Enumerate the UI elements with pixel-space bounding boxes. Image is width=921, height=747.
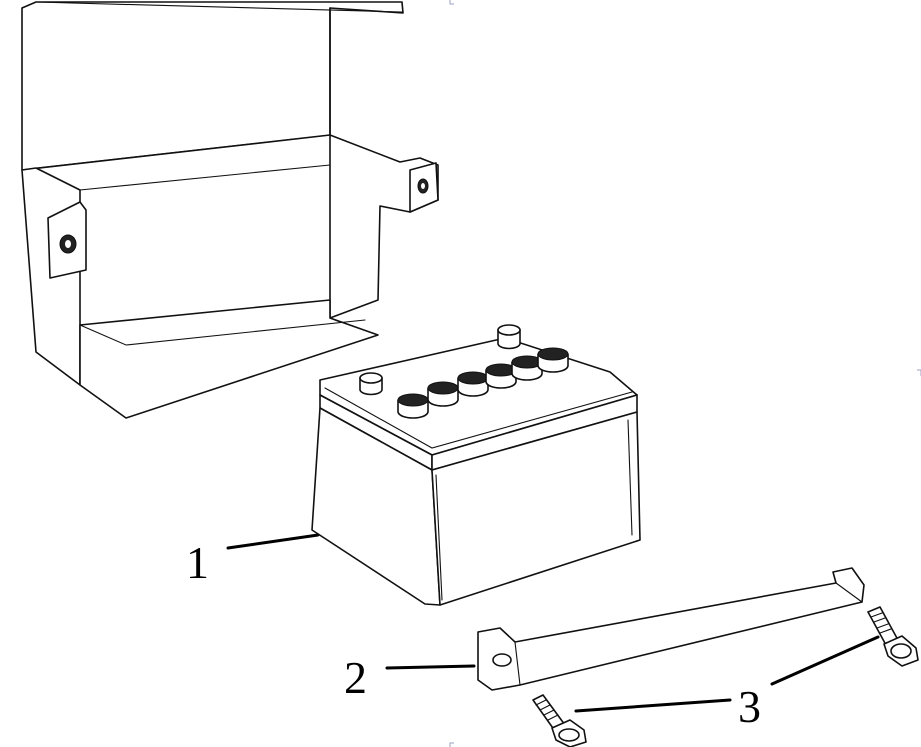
crop-marks (449, 0, 921, 747)
cell-caps (397, 347, 569, 419)
bolt-upper (867, 606, 919, 667)
battery-box (21, 1, 439, 419)
bolt-lower (532, 694, 587, 747)
callout-2-label: 2 (344, 652, 367, 703)
callout-3: 3 (574, 635, 880, 732)
callout-3-label: 3 (738, 681, 761, 732)
callout-2: 2 (344, 652, 476, 703)
battery (311, 324, 641, 606)
hold-down-strap (477, 567, 865, 691)
callout-1-label: 1 (186, 537, 209, 588)
callout-1: 1 (186, 533, 320, 588)
